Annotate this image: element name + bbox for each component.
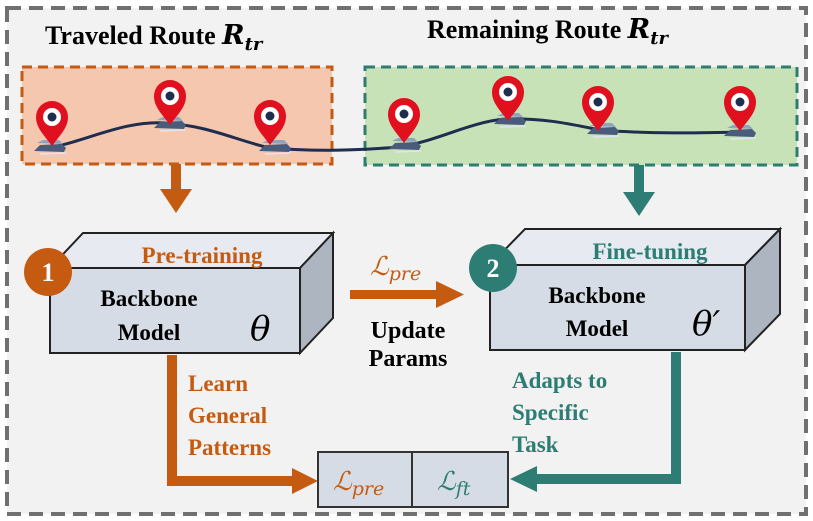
backbone-model-finetuning: [487, 226, 783, 353]
svg-text:2: 2: [487, 254, 500, 283]
adapts-task-arrow: [510, 352, 681, 492]
theta-prime-parameter: θ′: [692, 304, 720, 344]
pretraining-loss-symbol: ℒpre: [370, 252, 421, 285]
update-params-arrow: [350, 281, 464, 308]
learn-general-patterns-line2: General: [188, 403, 267, 428]
update-params-line2: Params: [369, 346, 448, 372]
backbone-model-line2: Model: [118, 320, 181, 345]
step-number-badge: 2: [469, 244, 517, 292]
adapts-specific-task-line3: Task: [512, 432, 559, 457]
learn-patterns-arrow: [167, 355, 318, 494]
learn-general-patterns-line1: Learn: [188, 371, 248, 396]
step-number-badge: 1: [24, 248, 72, 296]
arrow-remaining-to-finetuning: [623, 165, 655, 216]
finetuning-loss-term: ℒft: [437, 467, 471, 500]
update-params-line1: Update: [371, 318, 446, 344]
arrow-traveled-to-pretraining: [160, 164, 192, 213]
backbone-model-line1: Backbone: [548, 283, 645, 308]
adapts-specific-task-line1: Adapts to: [512, 368, 607, 393]
backbone-model-line1: Backbone: [100, 286, 197, 311]
traveled-route-title: Traveled Route Rtr: [45, 20, 264, 55]
adapts-specific-task-line2: Specific: [512, 400, 589, 425]
learn-general-patterns-line3: Patterns: [188, 435, 271, 460]
theta-parameter: θ: [250, 309, 270, 349]
backbone-model-line2: Model: [566, 316, 629, 341]
remaining-route-region: [363, 65, 799, 167]
svg-text:1: 1: [42, 258, 55, 287]
pretraining-label: Pre-training: [142, 243, 263, 268]
pretraining-loss-term: ℒpre: [333, 467, 384, 500]
backbone-model-pretraining: [47, 230, 336, 356]
finetuning-label: Fine-tuning: [592, 239, 708, 264]
combined-loss-box: [317, 451, 509, 508]
remaining-route-title: Remaining Route Rtr: [427, 14, 670, 49]
